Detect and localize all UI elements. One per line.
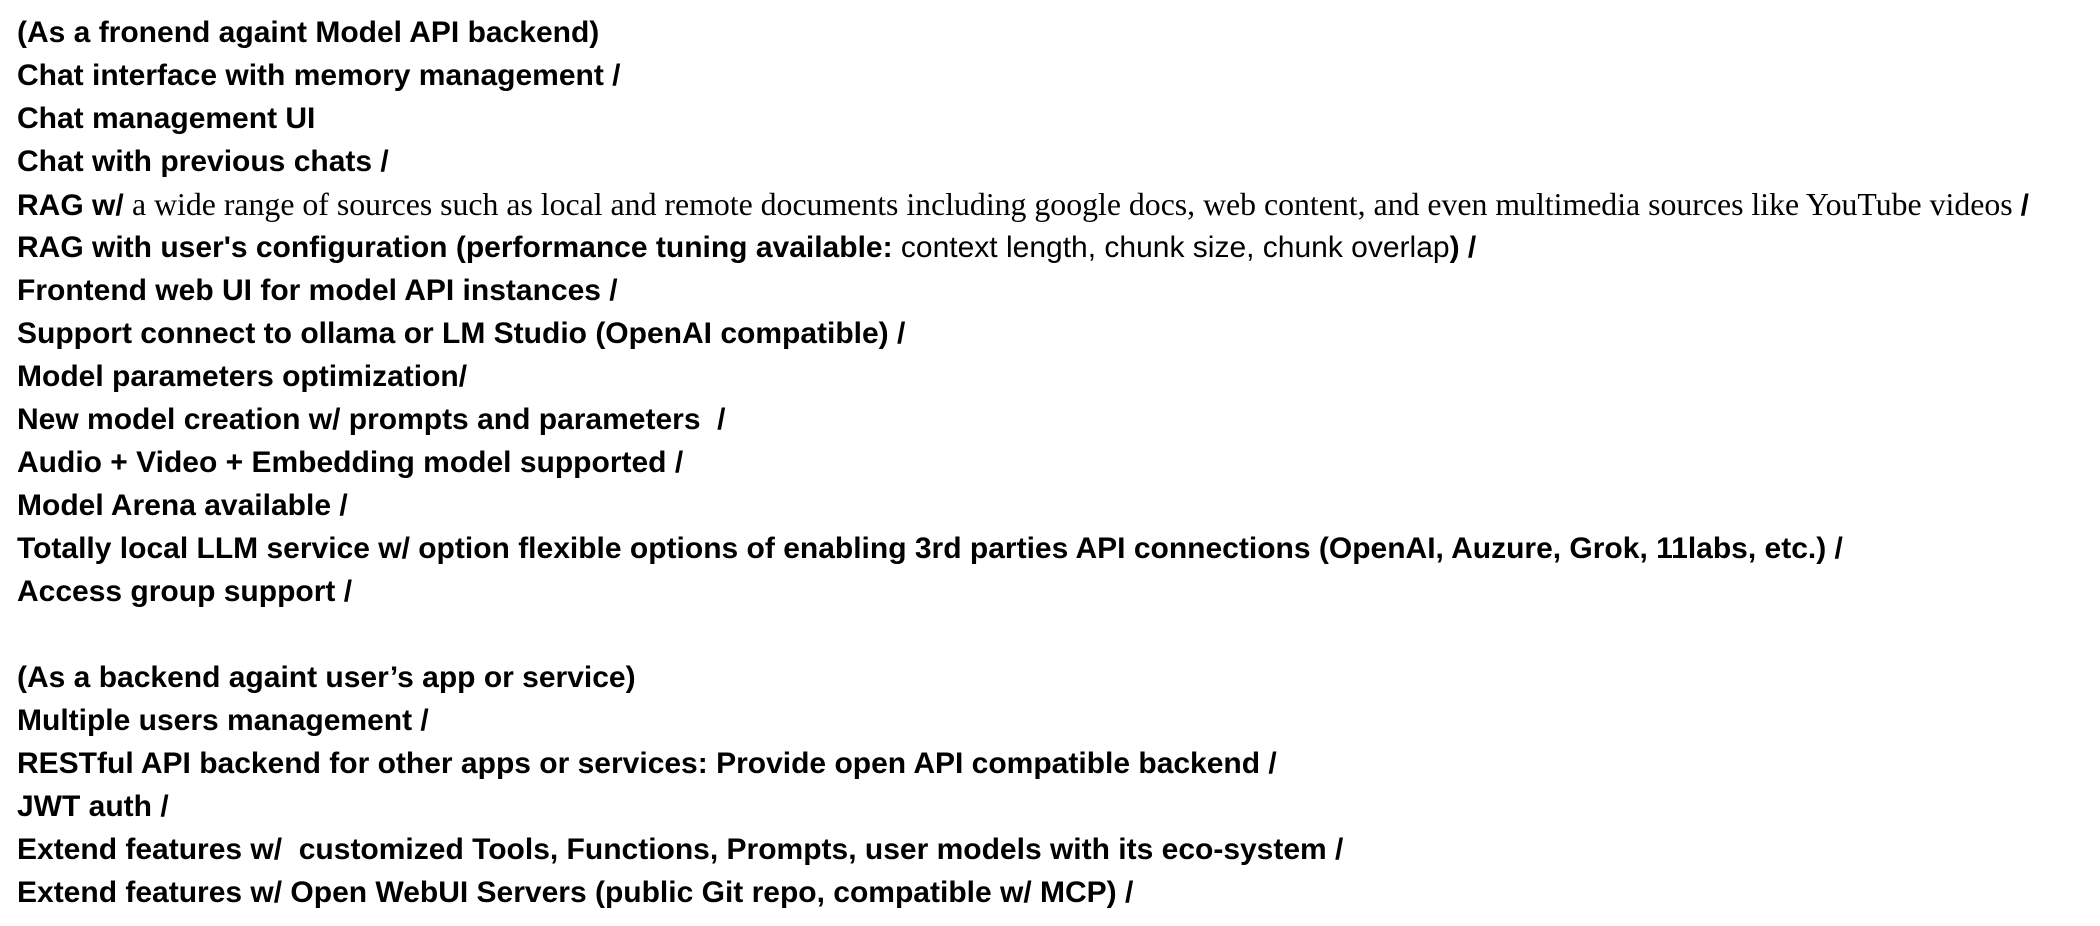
blank-line — [17, 613, 2100, 656]
text-span: Support connect to ollama or LM Studio (… — [17, 317, 906, 350]
text-span: Totally local LLM service w/ option flex… — [17, 532, 1843, 565]
text-line: Frontend web UI for model API instances … — [17, 269, 2100, 312]
text-line: (As a fronend againt Model API backend) — [17, 11, 2100, 54]
text-line: RAG w/ a wide range of sources such as l… — [17, 183, 2100, 226]
text-span: Chat with previous chats / — [17, 145, 389, 178]
feature-notes-document: (As a fronend againt Model API backend) C… — [17, 11, 2100, 926]
text-span: / — [2020, 189, 2029, 222]
text-span: Audio + Video + Embedding model supporte… — [17, 446, 684, 479]
text-line: Chat with previous chats / — [17, 140, 2100, 183]
text-span: a wide range of sources such as local an… — [132, 187, 2021, 222]
text-span: (As a backend againt user’s app or servi… — [17, 661, 636, 694]
text-span: Extend features w/ customized Tools, Fun… — [17, 833, 1344, 866]
text-line: Chat interface with memory management / — [17, 54, 2100, 97]
text-span: Model parameters optimization/ — [17, 360, 468, 393]
text-line: Model parameters optimization/ — [17, 355, 2100, 398]
text-line: RAG with user's configuration (performan… — [17, 226, 2100, 269]
text-span: Multiple users management / — [17, 704, 429, 737]
text-line: New model creation w/ prompts and parame… — [17, 398, 2100, 441]
text-line: Totally local LLM service w/ option flex… — [17, 527, 2100, 570]
text-line: Model Arena available / — [17, 484, 2100, 527]
text-span: Access group support / — [17, 575, 353, 608]
text-line: Support connect to ollama or LM Studio (… — [17, 312, 2100, 355]
text-span: (As a fronend againt Model API backend) — [17, 16, 600, 49]
text-line: Audio + Video + Embedding model supporte… — [17, 441, 2100, 484]
text-span: context length, chunk size, chunk overla… — [900, 231, 1450, 264]
text-span: Chat management UI — [17, 102, 316, 135]
text-span: RAG with user's configuration (performan… — [17, 231, 901, 264]
text-span: Extend features w/ Open WebUI Servers (p… — [17, 876, 1134, 909]
text-line: RESTful API backend for other apps or se… — [17, 742, 2100, 785]
text-span: JWT auth / — [17, 790, 169, 823]
text-line: Multiple users management / — [17, 699, 2100, 742]
text-span: RAG w/ — [17, 189, 133, 222]
text-span: RESTful API backend for other apps or se… — [17, 747, 1277, 780]
text-line: JWT auth / — [17, 785, 2100, 828]
text-line: Chat management UI — [17, 97, 2100, 140]
text-line: Extend features w/ Open WebUI Servers (p… — [17, 871, 2100, 914]
text-span: Chat interface with memory management / — [17, 59, 621, 92]
text-span: Frontend web UI for model API instances … — [17, 274, 618, 307]
text-span: ) / — [1449, 231, 1477, 264]
text-line: Access group support / — [17, 570, 2100, 613]
text-line: Extend features w/ customized Tools, Fun… — [17, 828, 2100, 871]
text-span: New model creation w/ prompts and parame… — [17, 403, 726, 436]
text-line: (As a backend againt user’s app or servi… — [17, 656, 2100, 699]
text-span: Model Arena available / — [17, 489, 348, 522]
